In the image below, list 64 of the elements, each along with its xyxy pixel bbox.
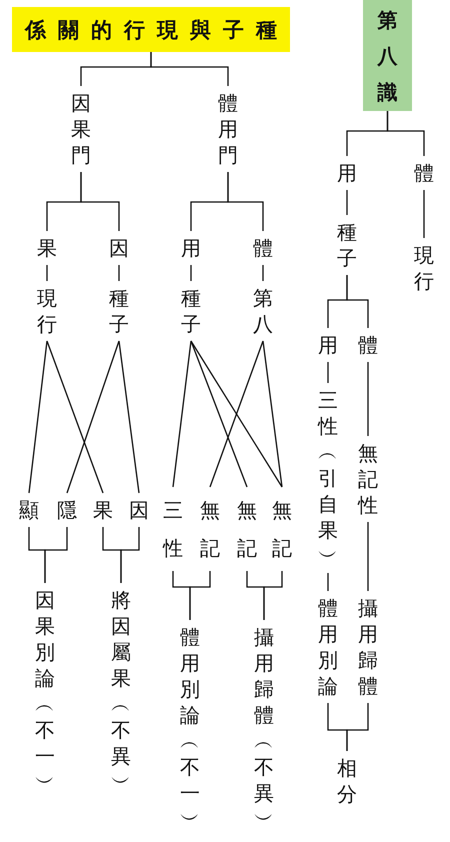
bracket-line (227, 172, 264, 231)
vertical-label: 體用門 (218, 86, 238, 172)
connector-line (262, 340, 283, 488)
heading-banner: 係關的行現與子種 (12, 7, 290, 52)
vertical-label: 用 (181, 231, 201, 265)
vertical-banner: 第八識 (363, 0, 412, 111)
connector-line (28, 340, 48, 494)
vertical-label: 相分 (337, 751, 357, 811)
vertical-label: 無記 (237, 487, 257, 571)
bracket-line (44, 527, 68, 583)
vertical-label: 果 (93, 493, 113, 527)
connector-line (118, 340, 140, 494)
vertical-label: 第八 (253, 281, 273, 341)
connector-line (172, 340, 192, 488)
connector-line (346, 190, 348, 215)
bracket-line (346, 703, 369, 751)
vertical-label: 種子 (337, 215, 357, 275)
connector-line (262, 265, 264, 281)
vertical-label: 體 (358, 328, 378, 362)
vertical-label: 種子 (181, 281, 201, 341)
vertical-label: 體用別論︵不一︶ (180, 620, 200, 836)
bracket-line (346, 275, 369, 328)
vertical-label: 用 (318, 328, 338, 362)
bracket-line (189, 571, 211, 620)
bracket-line (150, 52, 229, 86)
vertical-label: 體 (414, 156, 434, 190)
vertical-label: 顯 (19, 493, 39, 527)
vertical-label: 將因屬果︵不異︶ (111, 583, 131, 799)
vertical-label: 種子 (109, 281, 129, 341)
connector-line (367, 362, 369, 436)
bracket-line (120, 527, 140, 583)
vertical-label: 因果別論︵不一︶ (35, 583, 55, 799)
connector-line (367, 522, 369, 591)
vertical-label: 無記 (200, 487, 220, 571)
vertical-label: 因 (129, 493, 149, 527)
connector-line (209, 340, 264, 488)
connector-line (66, 340, 120, 494)
vertical-label: 無記性 (358, 436, 378, 522)
bracket-line (386, 111, 425, 156)
vertical-label: 攝用歸體︵不異︶ (254, 620, 274, 836)
connector-line (327, 573, 329, 591)
vertical-label: 用 (337, 156, 357, 190)
connector-line (190, 340, 248, 488)
connector-line (46, 265, 48, 281)
vertical-label: 果 (37, 231, 57, 265)
connector-line (423, 190, 425, 238)
vertical-label: 因 (109, 231, 129, 265)
vertical-label: 現行 (414, 238, 434, 298)
connector-line (46, 340, 104, 494)
vertical-label: 現行 (37, 281, 57, 341)
vertical-label: 三性 (163, 487, 183, 571)
connector-line (190, 265, 192, 281)
bracket-line (263, 571, 283, 620)
bracket-line (80, 172, 120, 231)
vertical-label: 體 (253, 231, 273, 265)
connector-line (118, 265, 120, 281)
vertical-label: 體用別論 (318, 591, 338, 703)
vertical-label: 攝用歸體 (358, 591, 378, 703)
vertical-label: 無記 (272, 487, 292, 571)
connector-line (190, 340, 283, 488)
connector-line (327, 362, 329, 383)
vertical-label: 隱 (57, 493, 77, 527)
vertical-label: 因果門 (71, 86, 91, 172)
vertical-label: 三性︵引自果︶ (318, 383, 338, 573)
